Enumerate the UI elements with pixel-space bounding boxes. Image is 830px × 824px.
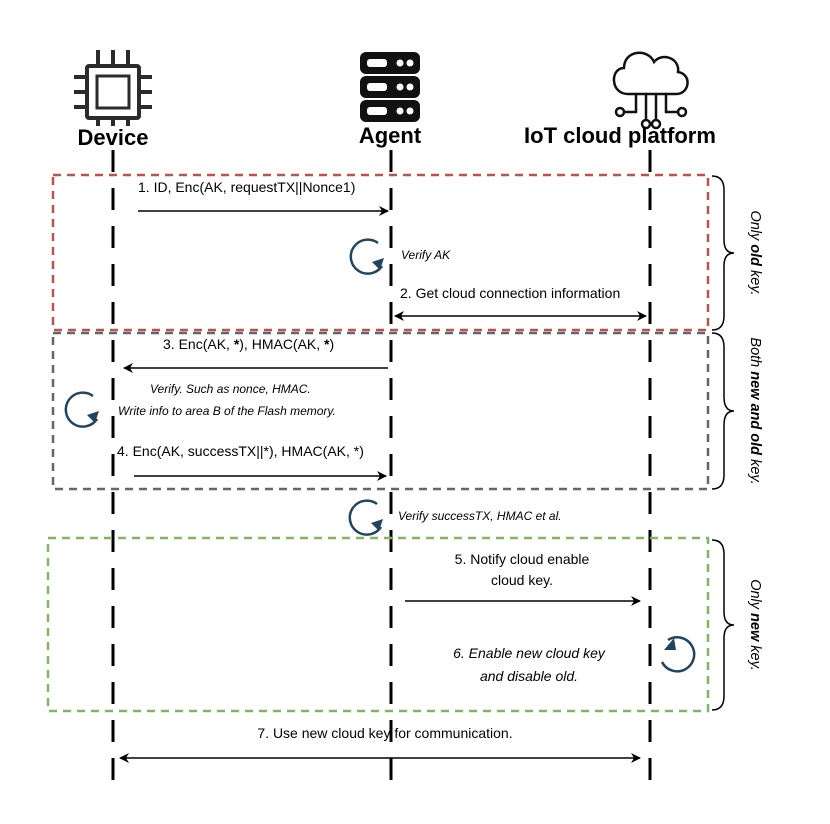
- refresh-loop-arrowhead: [87, 411, 99, 423]
- message-1-label: 1. ID, Enc(AK, requestTX||Nonce1): [138, 179, 355, 195]
- message-4-label: 4. Enc(AK, successTX||*), HMAC(AK, *): [117, 443, 364, 459]
- note-write-info: Write info to area B of the Flash memory…: [118, 404, 336, 418]
- message-6-label-line1: 6. Enable new cloud key: [453, 645, 606, 661]
- message-7-label: 7. Use new cloud key for communication.: [257, 725, 512, 741]
- refresh-loop-icon: [660, 636, 696, 673]
- chip-icon: [74, 50, 152, 126]
- refresh-loop-icon: [349, 238, 384, 275]
- note-verify-success: Verify successTX, HMAC et al.: [398, 509, 562, 523]
- message-6-label-line2: and disable old.: [480, 668, 578, 684]
- message-2-label: 2. Get cloud connection information: [400, 285, 620, 301]
- refresh-loop-arrowhead: [372, 258, 384, 270]
- refresh-loop-arrowhead: [371, 519, 383, 531]
- brace-new-key: [711, 539, 735, 711]
- note-verify-nonce: Verify. Such as nonce, HMAC.: [150, 382, 311, 396]
- region-old-key: [51, 173, 710, 332]
- refresh-loop-arrowhead: [664, 638, 676, 650]
- actor-agent-label: Agent: [359, 123, 422, 148]
- region-new-key: [46, 536, 710, 713]
- cloud-network-icon: [612, 51, 689, 130]
- brace-old-key: [711, 175, 735, 331]
- message-5-label-line1: 5. Notify cloud enable: [455, 551, 590, 567]
- server-icon: [360, 52, 420, 122]
- region-both-keys: [51, 331, 710, 491]
- actor-cloud-label: IoT cloud platform: [524, 123, 716, 148]
- side-label-old-key: Only old key.: [747, 210, 763, 295]
- refresh-loop-icon: [348, 499, 383, 536]
- message-3-label: 3. Enc(AK, *), HMAC(AK, *): [163, 336, 334, 352]
- note-verify-ak: Verify AK: [401, 248, 451, 262]
- actor-device-label: Device: [78, 125, 149, 150]
- side-label-both-keys: Both new and old key.: [747, 337, 763, 484]
- side-label-new-key: Only new key.: [747, 579, 763, 671]
- message-5-label-line2: cloud key.: [491, 572, 553, 588]
- refresh-loop-icon: [64, 391, 99, 428]
- brace-both-keys: [711, 332, 735, 490]
